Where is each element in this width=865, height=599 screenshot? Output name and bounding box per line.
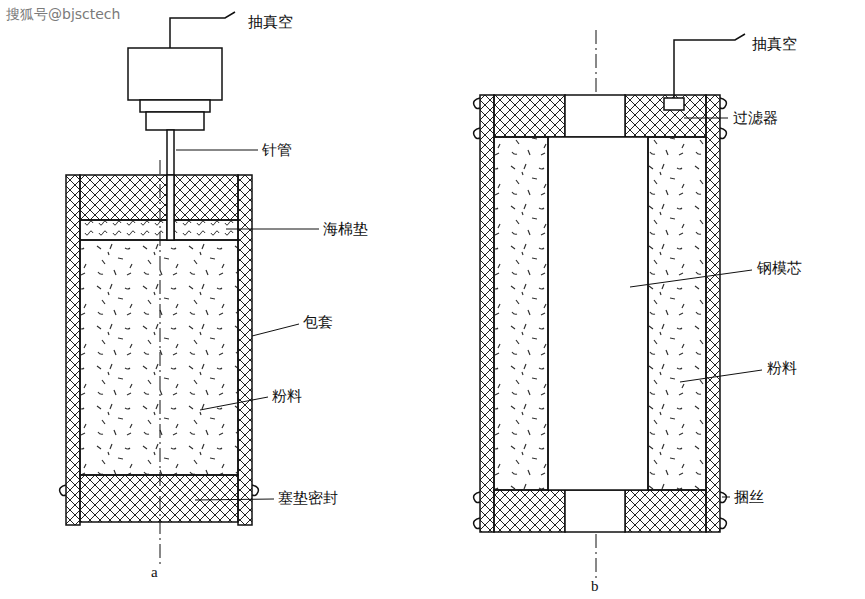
figure-label: b xyxy=(591,577,599,595)
part-label: 粉料 xyxy=(767,359,797,377)
part-label: 抽真空 xyxy=(752,35,797,53)
part-label: 塞垫密封 xyxy=(278,489,338,507)
part-label: 钢模芯 xyxy=(757,259,802,277)
part-label: 捆丝 xyxy=(734,488,764,506)
part-label: 抽真空 xyxy=(248,13,293,31)
part-label: 过滤器 xyxy=(733,109,778,127)
part-label: 粉料 xyxy=(272,387,302,405)
part-label: 包套 xyxy=(303,313,333,331)
figure-label: a xyxy=(151,563,158,581)
watermark: 搜狐号@bjsctech xyxy=(6,5,120,23)
part-label: 海棉垫 xyxy=(323,220,368,238)
part-label: 针管 xyxy=(262,141,292,159)
